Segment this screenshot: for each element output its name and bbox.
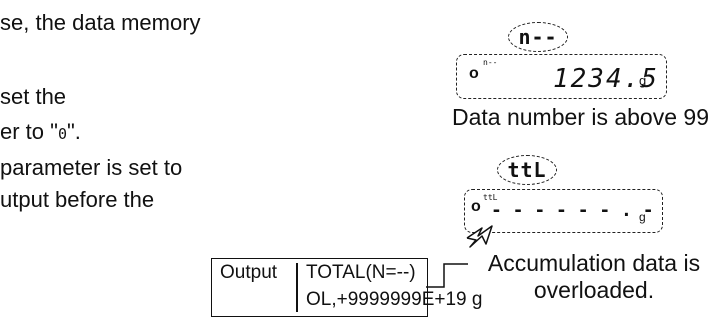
body-text-line-3: er to "0". <box>0 119 81 144</box>
stable-mark-icon: o <box>469 65 479 82</box>
small-label: n-- <box>483 58 498 67</box>
output-label: Output <box>220 262 278 283</box>
unit-label: g <box>639 210 646 224</box>
lcd-display-overload: o ttL - - - - - - . - g <box>464 189 663 233</box>
output-box: Output TOTAL(N=--) OL,+9999999E+19 g <box>211 258 482 317</box>
caption-overload-line-1: Accumulation data is <box>487 250 701 276</box>
segment-zero-glyph: 0 <box>57 125 67 143</box>
output-line-1: TOTAL(N=--) <box>306 262 416 283</box>
small-label: ttL <box>483 193 498 202</box>
caption-data-number: Data number is above 99 <box>452 104 709 130</box>
display-value: 1234.5 <box>553 64 659 94</box>
unit-label: g <box>639 73 647 88</box>
body-text-line-1: se, the data memory <box>0 10 201 35</box>
overload-dashes: - - - - - - . - <box>491 200 654 221</box>
stable-mark-icon: o <box>471 198 481 215</box>
output-divider <box>296 263 298 312</box>
body-text-line-2: set the <box>0 84 67 109</box>
connector-line <box>426 263 468 288</box>
total-label-oval: ttL <box>497 155 557 185</box>
output-line-2: OL,+9999999E+19 g <box>306 289 483 310</box>
data-number-label-oval: n-- <box>508 22 568 52</box>
caption-overload-line-2: overloaded. <box>533 277 655 303</box>
lcd-display-data-number: o n-- 1234.5 g <box>456 54 667 99</box>
body-text-line-4: parameter is set to <box>0 155 183 180</box>
body-text-line-5: utput before the <box>0 187 155 212</box>
